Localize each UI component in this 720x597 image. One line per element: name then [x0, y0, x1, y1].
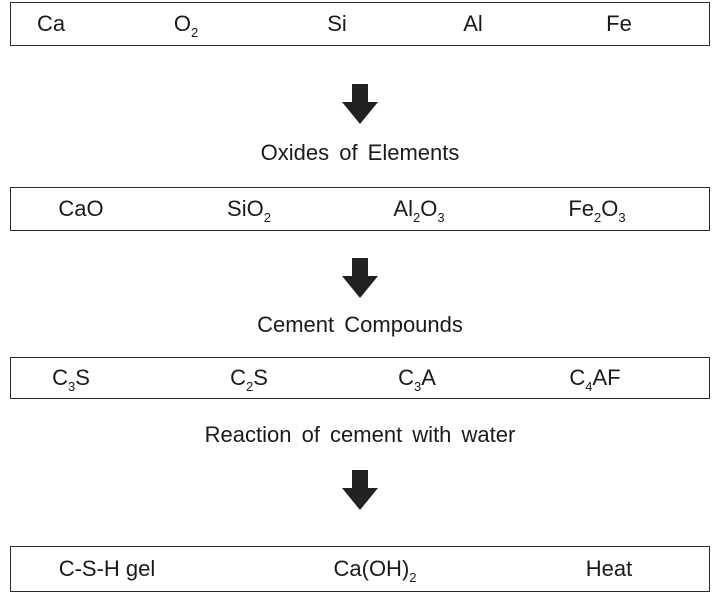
- oxide-al2o3: Al2O3: [393, 196, 445, 225]
- element-ca: Ca: [36, 11, 66, 36]
- product-heat: Heat: [585, 556, 633, 581]
- compound-c3s: C3S: [52, 365, 90, 394]
- arrow-down-icon: [342, 470, 378, 510]
- arrow-down-icon: [342, 258, 378, 298]
- label-cement-compounds: Cement Compounds: [257, 312, 463, 337]
- oxide-sio2: SiO2: [227, 196, 271, 225]
- compound-c4af: C4AF: [569, 365, 621, 394]
- element-o2: O2: [173, 11, 199, 40]
- compound-c2s: C2S: [230, 365, 268, 394]
- element-si: Si: [327, 11, 347, 36]
- elements-box: Ca O2 Si Al Fe: [10, 2, 710, 46]
- oxide-fe2o3: Fe2O3: [568, 196, 626, 225]
- product-caoh2: Ca(OH)2: [333, 556, 417, 585]
- label-oxides: Oxides of Elements: [260, 140, 460, 165]
- compound-c3a: C3A: [398, 365, 436, 394]
- products-box: C-S-H gel Ca(OH)2 Heat: [10, 546, 710, 592]
- oxide-cao: CaO: [58, 196, 104, 221]
- arrow-down-icon: [342, 84, 378, 124]
- product-csh-gel: C-S-H gel: [58, 556, 156, 581]
- compounds-box: C3S C2S C3A C4AF: [10, 357, 710, 399]
- element-fe: Fe: [606, 11, 632, 36]
- oxides-box: CaO SiO2 Al2O3 Fe2O3: [10, 187, 710, 231]
- element-al: Al: [463, 11, 483, 36]
- label-reaction: Reaction of cement with water: [204, 422, 516, 447]
